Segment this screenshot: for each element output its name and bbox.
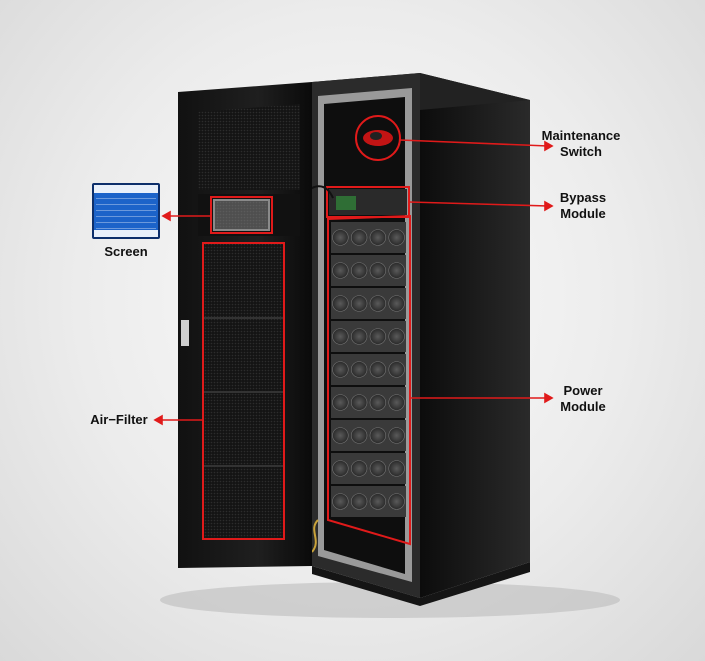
cooling-fan-icon — [388, 229, 405, 246]
lcd-row — [96, 223, 156, 229]
label-power-module: Power Module — [548, 383, 618, 415]
cooling-fan-icon — [369, 328, 387, 345]
cooling-fan-icon — [369, 460, 387, 477]
lcd-row — [96, 211, 156, 217]
cabinet-base — [312, 562, 530, 606]
bypass-board — [336, 196, 356, 210]
cooling-fan-icon — [332, 493, 349, 510]
label-bypass-module: Bypass Module — [548, 190, 618, 222]
cooling-fan-icon — [388, 427, 405, 444]
label-screen: Screen — [104, 244, 148, 259]
cooling-fan-icon — [350, 394, 368, 411]
cooling-fan-icon — [332, 295, 349, 312]
label-power-module-line1: Power — [563, 383, 603, 398]
cooling-fan-icon — [369, 361, 387, 378]
cooling-fan-icon — [332, 262, 349, 279]
power-module-rack — [331, 222, 406, 517]
arrow-maintenance-switch — [399, 139, 549, 147]
cooling-fan-icon — [369, 493, 387, 510]
callout-arrows — [153, 139, 554, 426]
cooling-fan-icon — [369, 262, 387, 279]
cooling-fan-icon — [388, 361, 405, 378]
cooling-fan-icon — [350, 262, 368, 279]
cooling-fan-icon — [350, 328, 368, 345]
door-upper-vent — [198, 104, 300, 190]
door-handle — [181, 320, 189, 346]
cooling-fan-icon — [350, 460, 368, 477]
cooling-fan-icon — [388, 328, 405, 345]
cooling-fan-icon — [332, 394, 349, 411]
cabinet-side-panel — [420, 73, 530, 598]
cooling-fan-icon — [332, 361, 349, 378]
cooling-fan-icon — [369, 427, 387, 444]
cooling-fan-icon — [332, 328, 349, 345]
cooling-fan-icon — [388, 295, 405, 312]
cooling-fan-icon — [350, 493, 368, 510]
lcd-row — [96, 193, 156, 199]
cooling-fan-icon — [388, 262, 405, 279]
cooling-fan-icon — [332, 460, 349, 477]
lcd-nav-bar — [94, 230, 158, 237]
lcd-row — [96, 217, 156, 223]
door-display-mesh — [215, 201, 268, 229]
lcd-title-bar — [94, 185, 158, 193]
cooling-fan-icon — [369, 295, 387, 312]
arrowhead-bypass-module — [544, 200, 554, 212]
cooling-fan-icon — [388, 493, 405, 510]
lcd-row — [96, 199, 156, 205]
lcd-screen-inset — [92, 183, 160, 239]
lcd-row — [96, 205, 156, 211]
cooling-fan-icon — [388, 394, 405, 411]
cooling-fan-icon — [350, 427, 368, 444]
power-module-callout — [327, 214, 411, 546]
cooling-fan-icon — [332, 229, 349, 246]
maintenance-switch-callout — [355, 115, 401, 161]
arrow-bypass-module — [408, 201, 549, 207]
arrowhead-screen — [161, 210, 171, 222]
label-maintenance-switch-line1: Maintenance — [541, 128, 621, 143]
floor-shadow — [160, 582, 620, 618]
label-air-filter: Air−Filter — [90, 412, 148, 427]
cooling-fan-icon — [350, 361, 368, 378]
cooling-fan-icon — [388, 460, 405, 477]
cooling-fan-icon — [332, 427, 349, 444]
cooling-fan-icon — [369, 229, 387, 246]
arrowhead-power-module — [544, 392, 554, 404]
air-filter-callout — [202, 242, 285, 540]
cooling-fan-icon — [369, 394, 387, 411]
screen-callout — [210, 196, 273, 234]
arrowhead-maintenance-switch — [544, 140, 554, 152]
cooling-fan-icon — [350, 229, 368, 246]
cooling-fan-icon — [350, 295, 368, 312]
arrowhead-air-filter — [153, 414, 163, 426]
label-maintenance-switch: Maintenance Switch — [540, 128, 622, 160]
label-power-module-line2: Module — [560, 399, 606, 414]
label-bypass-module-line2: Module — [560, 206, 606, 221]
yellow-ground-wire — [311, 519, 319, 553]
label-bypass-module-line1: Bypass — [559, 190, 607, 205]
label-maintenance-switch-line2: Switch — [560, 144, 602, 159]
maintenance-switch-knob — [370, 132, 382, 140]
